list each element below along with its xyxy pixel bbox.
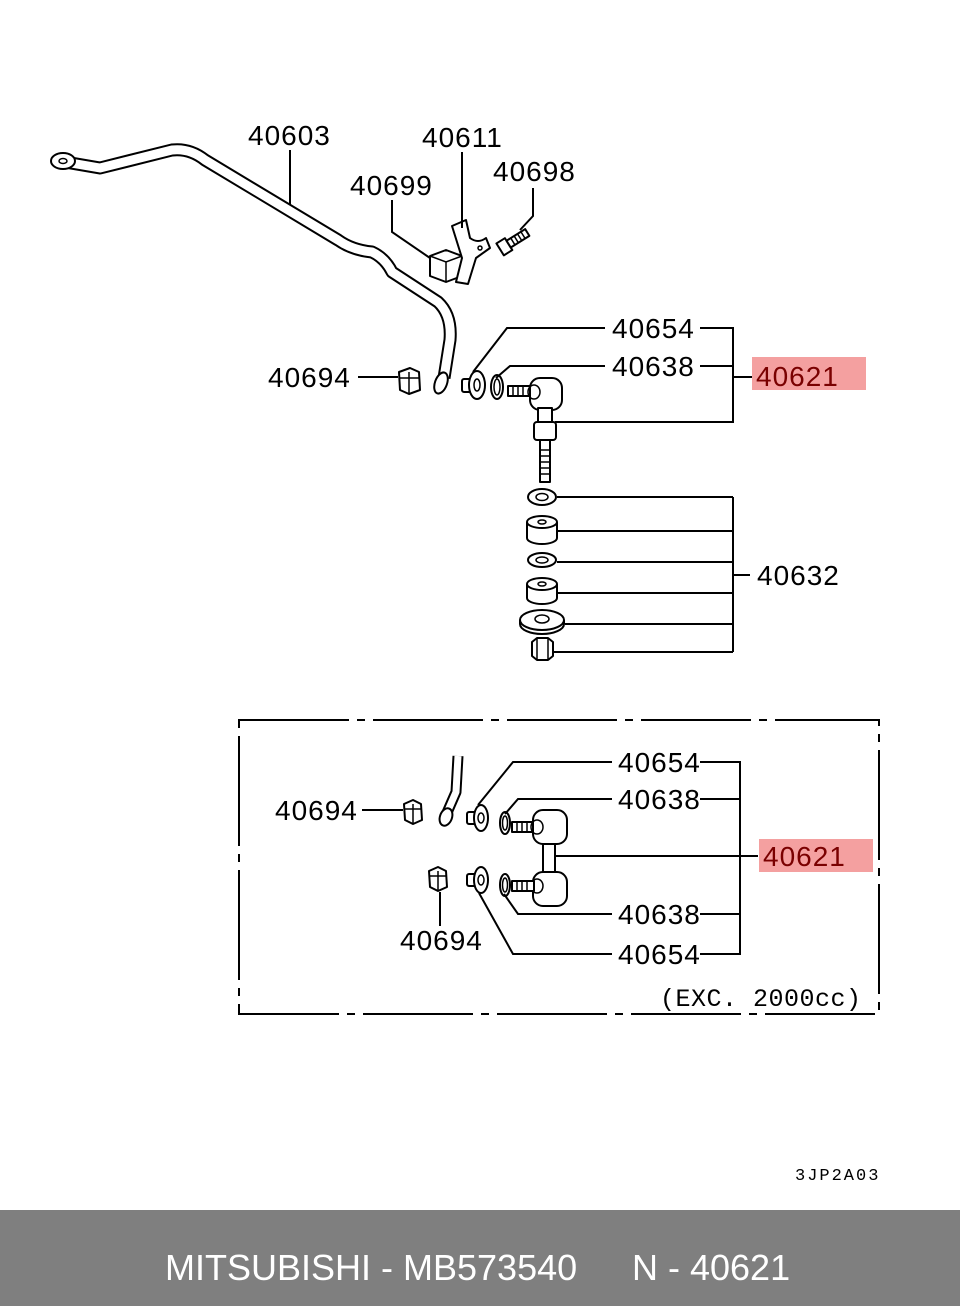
- callout-40632: 40632: [757, 560, 840, 591]
- stabilizer-bar-end: [438, 755, 464, 827]
- nut-40694-lower: [428, 866, 448, 892]
- highlight-40621-detail: [759, 839, 873, 872]
- nut-40694-upper: [403, 799, 423, 825]
- stabilizer-link-40621: [507, 377, 563, 483]
- bushing-kit-40632: [519, 488, 565, 661]
- variant-note: (EXC. 2000cc): [660, 985, 862, 1014]
- ring-40638-upper: [499, 811, 511, 835]
- callout-40699: 40699: [350, 170, 433, 201]
- footer-reference: N - 40621: [632, 1247, 790, 1288]
- leader-lines-detail: [362, 761, 758, 955]
- bushing-40699: [429, 249, 463, 283]
- callout-40654: 40654: [612, 313, 695, 344]
- cup-washer-40654: [461, 370, 486, 400]
- callout-40638-lower: 40638: [618, 899, 701, 930]
- callout-40621[interactable]: 40621: [756, 361, 839, 392]
- detail-box-border: [238, 719, 880, 1015]
- highlight-40621: [752, 357, 866, 390]
- cup-washer-40654-upper: [466, 804, 489, 832]
- ring-40638-lower: [499, 873, 511, 897]
- footer-brand-part: MITSUBISHI - MB573540: [165, 1247, 577, 1288]
- callout-40694-lower: 40694: [400, 925, 483, 956]
- callout-40611: 40611: [422, 122, 503, 153]
- nut-40694: [398, 367, 421, 395]
- bolt-40698: [495, 228, 531, 257]
- callout-40698: 40698: [493, 156, 576, 187]
- ring-40638: [490, 374, 504, 400]
- stabilizer-link-40621-detail: [511, 809, 568, 907]
- callout-40621-detail[interactable]: 40621: [763, 841, 846, 872]
- stabilizer-bar: [50, 143, 457, 395]
- callout-40694: 40694: [268, 362, 351, 393]
- callout-40638: 40638: [612, 351, 695, 382]
- bracket-40611: [451, 219, 491, 285]
- callout-40603: 40603: [248, 120, 331, 151]
- diagram-code: 3JP2A03: [795, 1167, 880, 1186]
- callout-40638-upper: 40638: [618, 784, 701, 815]
- cup-washer-40654-lower: [466, 866, 489, 894]
- callout-40654-upper: 40654: [618, 747, 701, 778]
- footer-bar: [0, 1210, 960, 1306]
- callout-40694-left: 40694: [275, 795, 358, 826]
- callout-40654-lower: 40654: [618, 939, 701, 970]
- leader-lines-top: [289, 150, 752, 653]
